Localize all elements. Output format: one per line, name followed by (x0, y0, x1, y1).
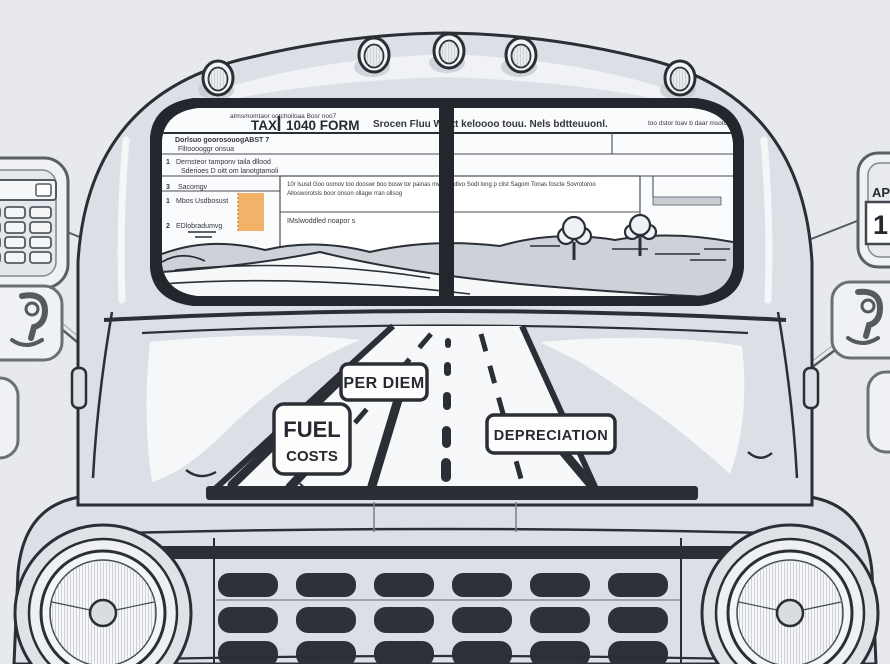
form-highlight-box (238, 193, 264, 231)
sign-post (367, 395, 403, 491)
landscape-road-line (174, 264, 431, 279)
hood-curl-accent (185, 469, 217, 478)
calendar-month-label: AP (872, 185, 890, 200)
left-mirror-mount (70, 366, 88, 410)
road-signs: PER DIEM FUEL COSTS DEPRECIATION (227, 362, 617, 492)
per-diem-sign (339, 362, 429, 402)
roof-marker-lights (198, 32, 697, 100)
calendar-icon: AP 1 (856, 151, 890, 269)
right-mirror-mount (802, 366, 820, 410)
form-row-num: 2 (166, 223, 170, 230)
partial-icon-right (866, 370, 890, 454)
depreciation-sign (485, 413, 617, 455)
form-subtitle: Srocen Fluu Wo tt keloooo touu. Nels bdt… (373, 119, 608, 130)
hood-curl-accent (747, 451, 773, 459)
form-header-note: atmsmomtaor ootchoiloaa Bosr noo7 (230, 113, 337, 120)
bumper-top-line (81, 527, 809, 536)
form-gray-bar (652, 196, 722, 206)
form-subtitle-right: too dstor toav b daar msotor bond (648, 120, 746, 127)
hills-outline (162, 234, 733, 255)
cowl-line (141, 324, 749, 335)
form-row-label: EDlobradumvg (176, 223, 222, 230)
hood-highlight-right (540, 337, 745, 474)
landscape-road-edge (162, 250, 733, 296)
form-row-label: Dernsteor tamponv taila dllood (176, 159, 271, 166)
form-row-label2: Sderioes D oitt om lanotgtamoli (181, 168, 279, 175)
form-row-num: 3 (166, 184, 170, 191)
form-row-num: 1 (166, 159, 170, 166)
form-row-label: Mbos Usdbosust (176, 198, 228, 205)
form-row-label2: Flltooooggr onsua (178, 146, 234, 153)
grille-top-band (150, 546, 740, 559)
form-title: TAX (251, 118, 277, 133)
headlight-icon (13, 523, 193, 664)
form-row-label: Sacomgv (178, 184, 208, 191)
calendar-day-label: 1 (873, 210, 888, 240)
form-note: IMslwoddled noapor s (287, 218, 356, 225)
form-row-num: 1 (166, 198, 170, 205)
road-edge-right (519, 324, 599, 491)
per-diem-label: PER DIEM (343, 375, 424, 392)
marker-light-icon (354, 36, 391, 77)
tow-hook-icon (830, 280, 890, 360)
hood-highlight-left (146, 335, 360, 482)
road-dash-line-right (478, 333, 526, 487)
right-pillar-highlight (760, 136, 773, 304)
left-body-crease (91, 311, 114, 479)
hood-front-band (206, 486, 698, 500)
roof-highlight (150, 54, 740, 122)
calculator-icon (0, 156, 70, 290)
field-marks (188, 231, 730, 261)
road-center-dashes (441, 338, 451, 482)
form-paragraph-line2: Allosworotsls boor onson ollagw rran oll… (287, 191, 402, 197)
marker-light-icon (501, 36, 538, 77)
calendar-day-box (864, 200, 890, 246)
partial-icon-left (0, 376, 20, 460)
depreciation-label: DEPRECIATION (494, 428, 609, 444)
marker-light-icon (429, 32, 466, 73)
form-number: 1040 FORM (286, 118, 360, 133)
cowl-line (103, 309, 787, 322)
form-row-label: Dorlsuo goorosouogABST 7 (175, 137, 269, 144)
grille-slots (218, 573, 668, 664)
landscape-road-line (162, 279, 471, 295)
left-pillar-highlight (117, 136, 130, 304)
costs-label: COSTS (286, 448, 338, 465)
headlight-icon (700, 523, 880, 664)
calculator-keys (0, 206, 52, 264)
fuel-label: FUEL (283, 417, 340, 442)
marker-light-icon (198, 59, 235, 100)
tow-hook-icon (0, 284, 64, 362)
tree-icon (556, 215, 593, 260)
right-body-crease (776, 311, 799, 479)
fuel-costs-sign (272, 402, 352, 476)
grille (150, 538, 740, 664)
marker-light-icon (660, 59, 697, 100)
windshield-divider (439, 98, 454, 306)
hill-small (162, 254, 206, 263)
tree-icon (623, 213, 658, 256)
